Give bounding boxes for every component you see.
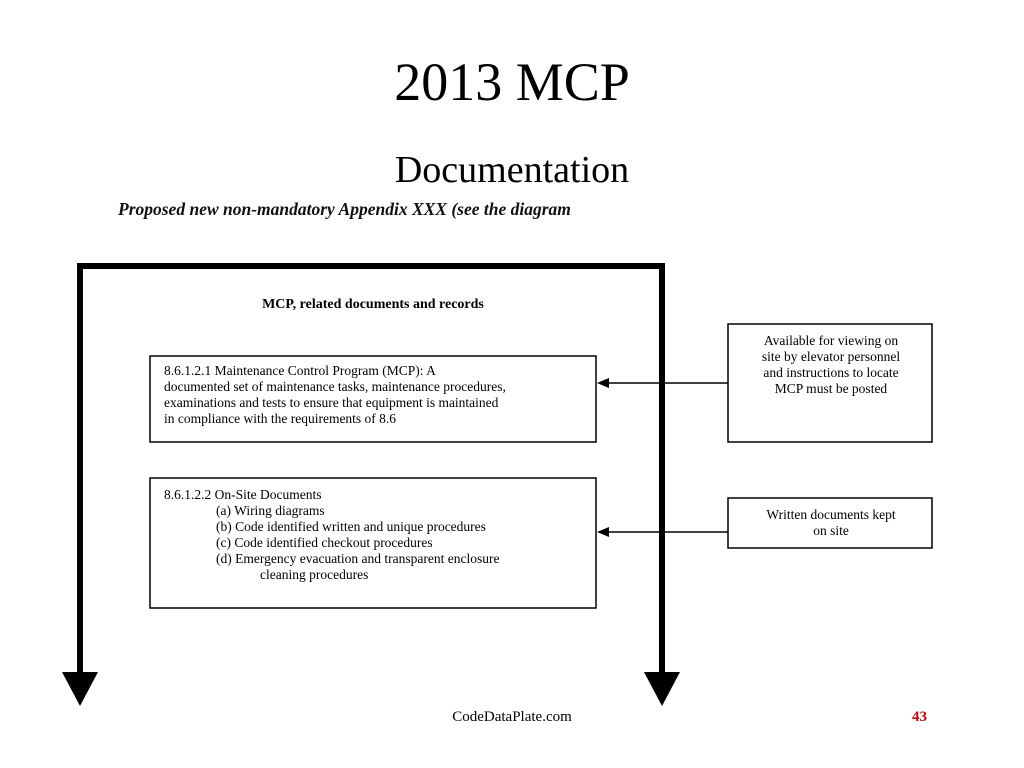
right-down-arrow — [644, 672, 680, 706]
diagram-heading: MCP, related documents and records — [262, 297, 484, 312]
mcp-box-text: 8.6.1.2.1 Maintenance Control Program (M… — [164, 363, 506, 427]
mcp-line: 8.6.1.2.1 Maintenance Control Program (M… — [164, 363, 436, 378]
onsite-item-continuation: cleaning procedures — [260, 567, 369, 582]
docs-note-box — [727, 497, 933, 549]
mcp-box — [149, 355, 597, 443]
onsite-heading: 8.6.1.2.2 On-Site Documents — [164, 487, 322, 502]
mcp-connector-arrowhead — [597, 378, 609, 388]
onsite-box — [149, 477, 597, 609]
footer-text: CodeDataPlate.com — [452, 709, 572, 725]
docs-note-text: Written documents kept on site — [732, 507, 930, 539]
onsite-item: (a) Wiring diagrams — [216, 503, 325, 518]
mcp-note-line: site by elevator personnel — [761, 349, 901, 364]
frame-outline — [77, 263, 665, 680]
slide-title: 2013 MCP — [394, 52, 630, 112]
docs-connector-arrowhead — [597, 527, 609, 537]
onsite-item: (c) Code identified checkout procedures — [216, 535, 433, 550]
slide-subtitle: Documentation — [394, 149, 630, 191]
mcp-line: documented set of maintenance tasks, mai… — [164, 379, 506, 394]
appendix-note: Proposed new non-mandatory Appendix XXX … — [118, 199, 571, 219]
mcp-note-line: MCP must be posted — [774, 381, 888, 396]
mcp-note-text: Available for viewing on site by elevato… — [732, 333, 930, 397]
left-down-arrow — [62, 672, 98, 706]
mcp-note-box — [727, 323, 933, 443]
onsite-item: (b) Code identified written and unique p… — [216, 519, 486, 534]
mcp-note-line: Available for viewing on — [763, 333, 899, 348]
onsite-box-text: 8.6.1.2.2 On-Site Documents (a) Wiring d… — [164, 487, 500, 583]
mcp-note-line: and instructions to locate — [763, 365, 899, 380]
mcp-line: examinations and tests to ensure that eq… — [164, 395, 499, 410]
mcp-line: in compliance with the requirements of 8… — [164, 411, 397, 426]
page-number: 43 — [912, 709, 927, 725]
docs-note-line: Written documents kept — [766, 507, 896, 522]
onsite-item: (d) Emergency evacuation and transparent… — [216, 551, 500, 566]
docs-note-line: on site — [813, 523, 849, 538]
